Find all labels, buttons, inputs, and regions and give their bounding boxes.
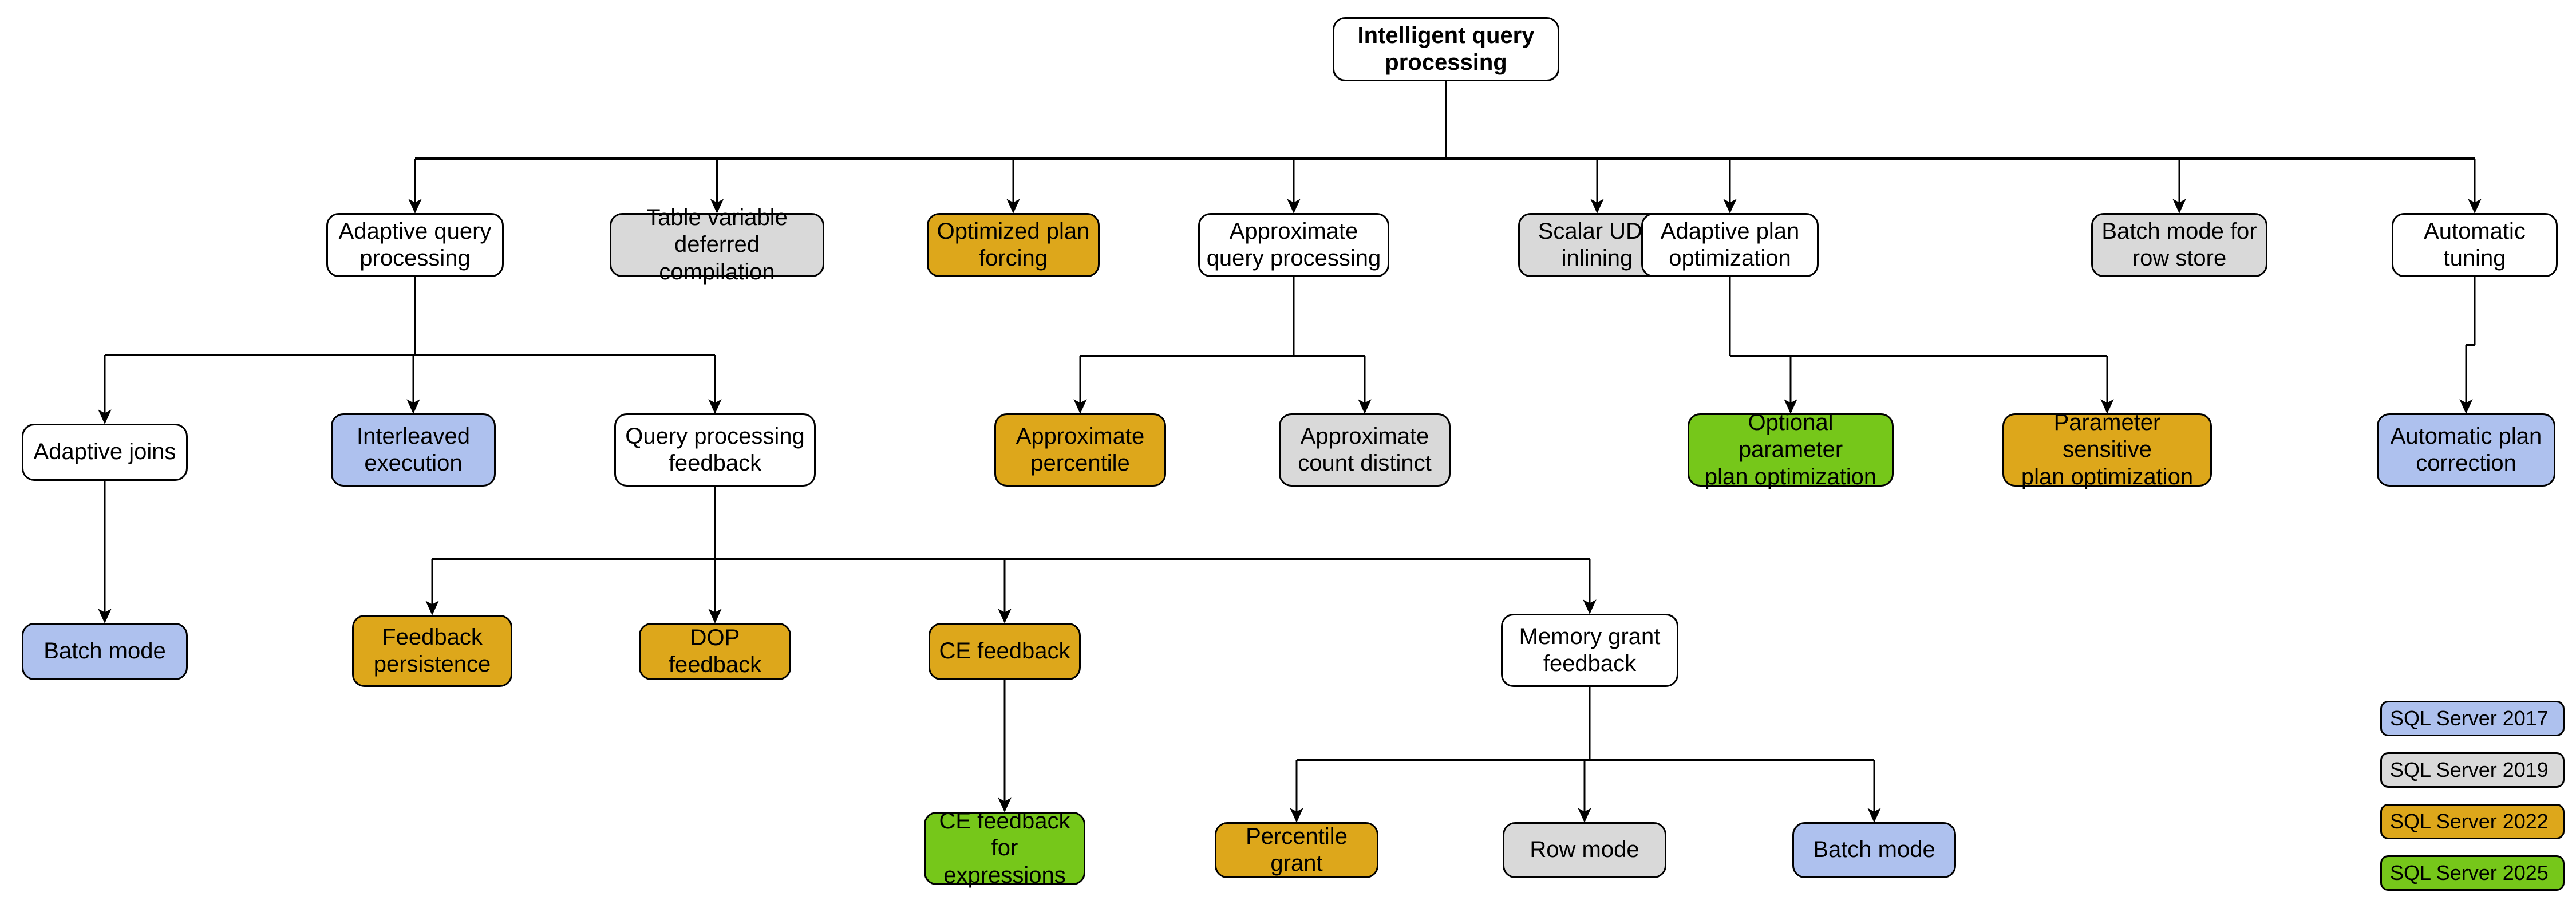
node-interleaved-execution[interactable]: Interleaved execution — [331, 413, 496, 487]
node-automatic-tuning[interactable]: Automatic tuning — [2392, 213, 2558, 277]
node-automatic-plan-correction[interactable]: Automatic plan correction — [2377, 413, 2555, 487]
node-approximate-percentile[interactable]: Approximate percentile — [994, 413, 1166, 487]
node-table-variable-deferred-compilation[interactable]: Table variable deferred compilation — [610, 205, 824, 285]
node-approximate-query-processing[interactable]: Approximate query processing — [1198, 213, 1389, 277]
node-ce-feedback-for-expressions[interactable]: CE feedback for expressions — [924, 808, 1085, 888]
node-feedback-persistence[interactable]: Feedback persistence — [352, 615, 512, 687]
node-adaptive-plan-optimization[interactable]: Adaptive plan optimization — [1641, 213, 1819, 277]
legend-sql-server-2017: SQL Server 2017 — [2380, 701, 2565, 736]
legend-sql-server-2022: SQL Server 2022 — [2380, 804, 2565, 839]
node-adaptive-query-processing[interactable]: Adaptive query processing — [326, 213, 504, 277]
node-batch-mode[interactable]: Batch mode — [22, 623, 188, 680]
node-optimized-plan-forcing[interactable]: Optimized plan forcing — [927, 213, 1100, 277]
node-dop-feedback[interactable]: DOP feedback — [639, 623, 791, 680]
node-ce-feedback[interactable]: CE feedback — [929, 623, 1081, 680]
node-percentile-grant[interactable]: Percentile grant — [1215, 822, 1378, 878]
node-memory-grant-feedback[interactable]: Memory grant feedback — [1501, 614, 1678, 687]
legend-sql-server-2019: SQL Server 2019 — [2380, 752, 2565, 788]
node-approximate-count-distinct[interactable]: Approximate count distinct — [1279, 413, 1451, 487]
node-adaptive-joins[interactable]: Adaptive joins — [22, 424, 188, 481]
legend-sql-server-2025: SQL Server 2025 — [2380, 855, 2565, 891]
node-parameter-sensitive-plan-optimization[interactable]: Parameter sensitive plan optimization — [2002, 410, 2212, 489]
node-row-mode[interactable]: Row mode — [1503, 822, 1666, 878]
node-batch-mode-for-row-store[interactable]: Batch mode for row store — [2091, 213, 2267, 277]
node-query-processing-feedback[interactable]: Query processing feedback — [614, 413, 816, 487]
node-root[interactable]: Intelligent query processing — [1333, 17, 1559, 81]
node-batch-mode-mgf[interactable]: Batch mode — [1792, 822, 1956, 878]
node-optional-parameter-plan-optimization[interactable]: Optional parameter plan optimization — [1688, 410, 1894, 489]
